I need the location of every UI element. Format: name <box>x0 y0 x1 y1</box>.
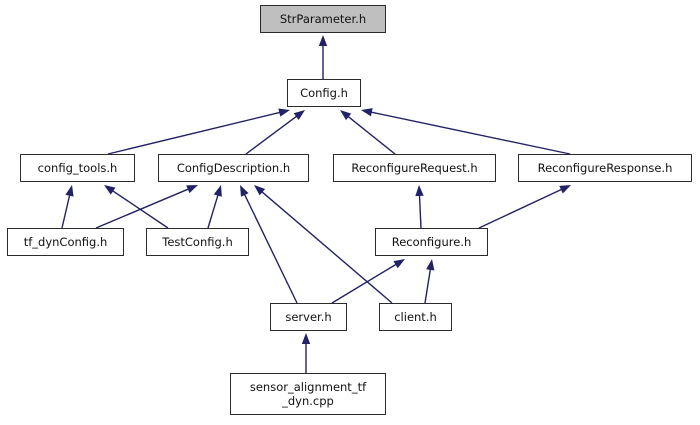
dependency-edge-config_tools-to-config <box>107 108 290 155</box>
dependency-edge-reconfigure-to-reconfigureresponse <box>478 185 571 229</box>
graph-node-config[interactable]: Config.h <box>287 79 361 107</box>
graph-node-label: ReconfigureRequest.h <box>351 160 478 175</box>
dependency-edge-config-to-strparameter <box>318 35 328 79</box>
dependency-edge-testconfig-to-configdescription <box>207 185 222 229</box>
graph-node-label: TestConfig.h <box>162 234 233 249</box>
graph-node-server[interactable]: server.h <box>270 303 347 331</box>
dependency-edge-tf_dynconfig-to-configdescription <box>95 185 198 229</box>
graph-node-client[interactable]: client.h <box>379 303 452 331</box>
graph-node-reconfigure[interactable]: Reconfigure.h <box>375 228 488 256</box>
graph-node-reconfigureresponse[interactable]: ReconfigureResponse.h <box>518 154 692 182</box>
graph-node-label: tf_dynConfig.h <box>23 234 108 249</box>
dependency-edge-tf_dynconfig-to-config_tools <box>61 185 74 229</box>
dependency-edge-reconfigure-to-reconfigurerequest <box>415 185 424 229</box>
dependency-edge-client-to-configdescription <box>254 185 393 304</box>
graph-node-reconfigurerequest[interactable]: ReconfigureRequest.h <box>333 154 496 182</box>
graph-node-label: ConfigDescription.h <box>176 160 291 175</box>
graph-node-strparameter[interactable]: StrParameter.h <box>260 5 386 33</box>
dependency-edge-client-to-reconfigure <box>424 259 435 304</box>
graph-node-testconfig[interactable]: TestConfig.h <box>146 228 249 256</box>
graph-node-label: StrParameter.h <box>279 11 367 26</box>
dependency-edge-sensor_alignment-to-server <box>301 333 311 373</box>
dependency-edge-configdescription-to-config <box>245 110 305 155</box>
graph-node-label: server.h <box>285 309 332 324</box>
graph-node-label: Reconfigure.h <box>391 234 472 249</box>
graph-node-label: client.h <box>394 309 437 324</box>
dependency-edge-server-to-reconfigure <box>331 259 405 304</box>
graph-node-sensor_alignment[interactable]: sensor_alignment_tf _dyn.cpp <box>230 373 386 415</box>
graph-node-label: ReconfigureResponse.h <box>537 160 673 175</box>
graph-node-config_tools[interactable]: config_tools.h <box>20 154 135 182</box>
graph-node-configdescription[interactable]: ConfigDescription.h <box>158 154 309 182</box>
dependency-edge-reconfigureresponse-to-config <box>361 108 571 155</box>
graph-node-label: config_tools.h <box>37 160 118 175</box>
dependency-edge-reconfigurerequest-to-config <box>340 110 396 155</box>
dependency-edge-testconfig-to-config_tools <box>104 185 169 229</box>
graph-node-tf_dynconfig[interactable]: tf_dynConfig.h <box>7 228 124 256</box>
graph-node-label: sensor_alignment_tf _dyn.cpp <box>249 380 367 408</box>
graph-node-label: Config.h <box>300 85 348 100</box>
